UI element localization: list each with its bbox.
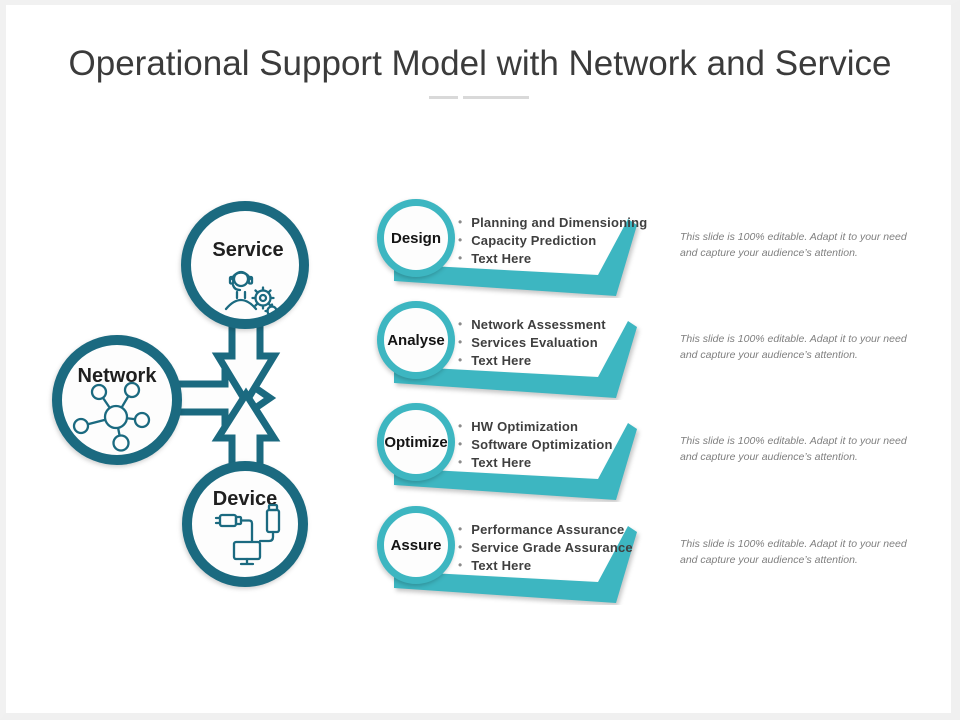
page-title: Operational Support Model with Network a… (68, 44, 892, 83)
stage-graphic: Assure (377, 506, 637, 603)
bullet-item: • Capacity Prediction (458, 231, 647, 249)
stage-label: Design (391, 230, 441, 247)
bullet-text: Software Optimization (471, 436, 613, 452)
stage-circle (377, 403, 455, 481)
device-label: Device (213, 488, 278, 510)
bullet-text: Planning and Dimensioning (471, 214, 648, 230)
stage-row-optimize: Optimize • HW Optimization • Software Opti… (370, 390, 910, 502)
bullet-dot-icon: • (458, 233, 463, 247)
stage-circle (377, 506, 455, 584)
arrow-down-icon (211, 320, 281, 409)
stage-label: Assure (391, 537, 442, 554)
bullet-text: Services Evaluation (471, 334, 598, 350)
stage-graphic: Analyse (377, 301, 637, 398)
network-node: Network (52, 335, 182, 465)
bullet-list: • Performance Assurance • Service Grade As… (458, 520, 633, 574)
device-circle (182, 461, 308, 587)
converge-arrows-icon (172, 320, 281, 472)
editable-note: This slide is 100% editable. Adapt it to… (680, 435, 907, 463)
bullet-dot-icon: • (458, 317, 463, 331)
bullet-item: • Text Here (458, 453, 613, 471)
stage-row-assure: Assure • Performance Assurance • Service G… (370, 493, 910, 605)
editable-note: This slide is 100% editable. Adapt it to… (680, 231, 907, 259)
ribbon-swoosh (394, 423, 637, 500)
cable-connector-icon (214, 503, 281, 566)
network-label: Network (78, 365, 158, 387)
stage-circle (377, 301, 455, 379)
ribbon-swoosh (394, 526, 637, 603)
bullet-list: • Planning and Dimensioning • Capacity Pre… (458, 213, 647, 267)
hub-diagram: Service Network (52, 201, 309, 587)
bullet-text: HW Optimization (471, 418, 579, 434)
bullet-text: Text Here (471, 250, 532, 266)
service-label: Service (212, 239, 283, 261)
bullet-item: • Text Here (458, 351, 606, 369)
bullet-text: Capacity Prediction (471, 232, 597, 248)
bullet-dot-icon: • (458, 419, 463, 433)
bullet-list: • Network Assessment • Services Evaluation… (458, 315, 606, 369)
bullet-dot-icon: • (458, 540, 463, 554)
service-circle (181, 201, 309, 329)
bullet-dot-icon: • (458, 437, 463, 451)
bullet-text: Network Assessment (471, 316, 606, 332)
bullet-item: • HW Optimization (458, 417, 613, 435)
network-icon (72, 381, 151, 452)
bullet-text: Performance Assurance (471, 521, 625, 537)
ribbon-swoosh (394, 219, 637, 296)
bullet-item: • Performance Assurance (458, 520, 633, 538)
bullet-item: • Network Assessment (458, 315, 606, 333)
bullet-text: Text Here (471, 352, 532, 368)
editable-note: This slide is 100% editable. Adapt it to… (680, 538, 907, 566)
bullet-item: • Text Here (458, 249, 647, 267)
stage-label: Analyse (387, 332, 445, 349)
title-divider-long (463, 96, 529, 99)
bullet-item: • Service Grade Assurance (458, 538, 633, 556)
device-node: Device (182, 461, 308, 587)
ribbon-swoosh (394, 321, 637, 398)
bullet-item: • Software Optimization (458, 435, 613, 453)
stage-row-design: Design • Planning and Dimensioning • Capac… (370, 186, 910, 298)
editable-note: This slide is 100% editable. Adapt it to… (680, 333, 907, 361)
bullet-text: Service Grade Assurance (471, 539, 633, 555)
bullet-list: •HW Optimization •Software Optimization … (458, 417, 613, 471)
bullet-dot-icon: • (458, 455, 463, 469)
bullet-item: • Services Evaluation (458, 333, 606, 351)
bullet-text: Text Here (471, 557, 532, 573)
title-divider-short (429, 96, 458, 99)
support-agent-icon (224, 270, 280, 319)
stage-label: Optimize (384, 434, 447, 451)
bullet-text: Text Here (471, 454, 532, 470)
stage-graphic: Optimize (377, 403, 637, 500)
bullet-dot-icon: • (458, 353, 463, 367)
bullet-dot-icon: • (458, 558, 463, 572)
bullet-item: • Planning and Dimensioning (458, 213, 647, 231)
bullet-dot-icon: • (458, 522, 463, 536)
bullet-dot-icon: • (458, 251, 463, 265)
bullet-dot-icon: • (458, 215, 463, 229)
stage-graphic: Design (377, 199, 637, 296)
service-node: Service (181, 201, 309, 329)
bullet-item: • Text Here (458, 556, 633, 574)
stage-row-analyse: Analyse • Network Assessment • Services Ev… (370, 288, 910, 400)
bullet-dot-icon: • (458, 335, 463, 349)
stage-circle (377, 199, 455, 277)
